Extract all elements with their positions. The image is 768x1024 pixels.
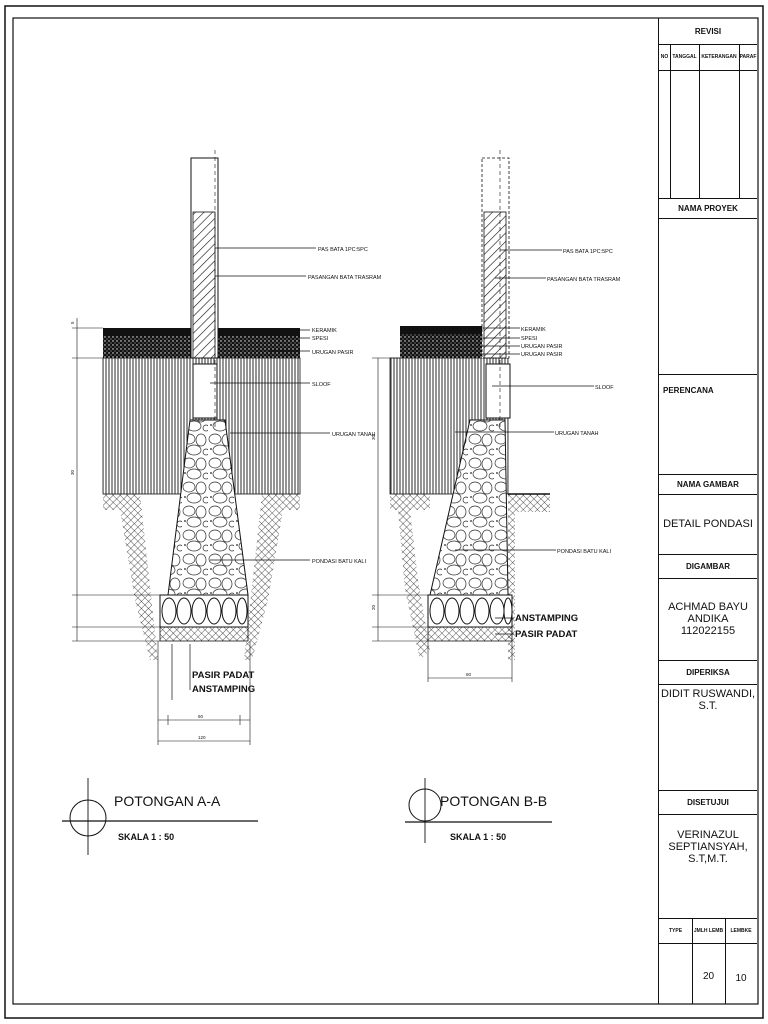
disetujui-value: VERINAZUL SEPTIANSYAH, S.T,M.T. <box>668 829 748 865</box>
dim-a-2: 30 <box>70 469 75 475</box>
dim-b-3: 60 <box>466 672 472 677</box>
jumlah-lembar-value: 20 <box>702 970 715 982</box>
type-header: TYPE <box>668 927 683 934</box>
label-pas-bata-b: PAS BATA 1PC:5PC <box>563 249 613 255</box>
label-anstamping-b: ANSTAMPING <box>515 613 578 624</box>
nama-proyek-header: NAMA PROYEK <box>678 203 738 213</box>
dim-vertical-a <box>72 318 160 642</box>
lembar-ke-value: 10 <box>735 972 747 984</box>
title-block: REVISI NO TANGGAL KETERANGAN PARAF NAMA … <box>658 18 759 1004</box>
label-pasir-padat-b: PASIR PADAT <box>515 629 577 640</box>
label-pasangan-bata-a: PASANGAN BATA TRASRAM <box>308 275 382 281</box>
diperiksa-value: DIDIT RUSWANDI, S.T. <box>660 688 756 712</box>
col-keterangan: KETERANGAN <box>701 54 737 60</box>
dim-a-1: 5 <box>70 321 75 324</box>
section-a-a <box>62 150 330 855</box>
section-a-scale: SKALA 1 : 50 <box>118 832 174 842</box>
section-b-b <box>372 150 594 843</box>
label-urugan-pasir-b2: URUGAN PASIR <box>521 352 562 358</box>
keramik-left-a <box>103 328 191 336</box>
label-keramik-b: KERAMIK <box>521 327 546 333</box>
pasangan-bata-a <box>192 211 216 359</box>
label-anstamping-a: ANSTAMPING <box>192 684 255 695</box>
urugan-pasir-b <box>400 334 482 358</box>
sheet-info-table: TYPE JMLH LEMB LEMBKE 20 10 <box>659 918 757 1004</box>
revisi-header: REVISI <box>694 26 722 36</box>
label-sloof-a: SLOOF <box>312 382 331 388</box>
col-no: NO <box>660 54 669 60</box>
dim-a-3: 60 <box>198 714 204 719</box>
keramik-b <box>400 326 482 334</box>
dim-b-1: 30 <box>371 434 376 440</box>
digambar-value: ACHMAD BAYU ANDIKA 112022155 <box>668 601 748 637</box>
label-keramik-a: KERAMIK <box>312 328 337 334</box>
soil-right-a <box>244 494 300 660</box>
section-a-title: POTONGAN A-A <box>114 793 221 809</box>
sloof-b <box>485 363 511 419</box>
label-sloof-b: SLOOF <box>595 385 614 391</box>
outer-frame <box>4 5 764 1019</box>
nama-gambar-header: NAMA GAMBAR <box>677 479 739 489</box>
anstamping-stones-a <box>161 597 248 625</box>
perencana-header: PERENCANA <box>663 385 714 395</box>
col-paraf: PARAF <box>739 54 757 60</box>
dim-a-5: 120 <box>198 735 206 740</box>
sloof-a <box>192 363 218 419</box>
label-pas-bata-a: PAS BATA 1PC:5PC <box>318 247 368 253</box>
inner-frame <box>12 17 759 1005</box>
keramik-right-a <box>218 328 300 336</box>
pasangan-bata-b <box>483 211 507 359</box>
nama-gambar-value: DETAIL PONDASI <box>663 518 753 530</box>
dim-horizontal-a <box>157 641 251 745</box>
label-urugan-pasir-a: URUGAN PASIR <box>312 350 353 356</box>
lembar-ke-header: LEMBKE <box>730 927 752 934</box>
jumlah-lembar-header: JMLH LEMB <box>693 927 724 934</box>
label-urugan-pasir-b: URUGAN PASIR <box>521 344 562 350</box>
label-pondasi-b: PONDASI BATU KALI <box>557 549 611 555</box>
disetujui-header: DISETUJUI <box>687 797 729 807</box>
label-urugan-tanah-a: URUGAN TANAH <box>332 432 376 438</box>
label-spesi-a: SPESI <box>312 336 329 342</box>
diperiksa-header: DIPERIKSA <box>686 667 730 677</box>
anstamping-stones-b <box>429 597 513 625</box>
label-pasir-padat-a: PASIR PADAT <box>192 670 254 681</box>
leaders-b <box>445 249 594 635</box>
col-tanggal: TANGGAL <box>672 54 697 60</box>
label-urugan-tanah-b: URUGAN TANAH <box>555 431 599 437</box>
soil-left-b <box>390 494 430 660</box>
section-b-title: POTONGAN B-B <box>440 793 547 809</box>
leaders-a <box>171 247 330 700</box>
label-spesi-b: SPESI <box>521 336 538 342</box>
dim-horizontal-b <box>427 641 513 682</box>
dim-vertical-b <box>372 357 428 642</box>
soil-left-a <box>103 494 158 660</box>
dim-b-2: 20 <box>371 604 376 610</box>
label-pasangan-bata-b: PASANGAN BATA TRASRAM <box>547 277 621 283</box>
urugan-pasir-left-a <box>103 336 191 358</box>
section-b-scale: SKALA 1 : 50 <box>450 832 506 842</box>
urugan-pasir-right-a <box>218 336 300 358</box>
pasir-padat-a <box>159 626 249 642</box>
digambar-header: DIGAMBAR <box>686 561 730 571</box>
label-pondasi-a: PONDASI BATU KALI <box>312 559 366 565</box>
